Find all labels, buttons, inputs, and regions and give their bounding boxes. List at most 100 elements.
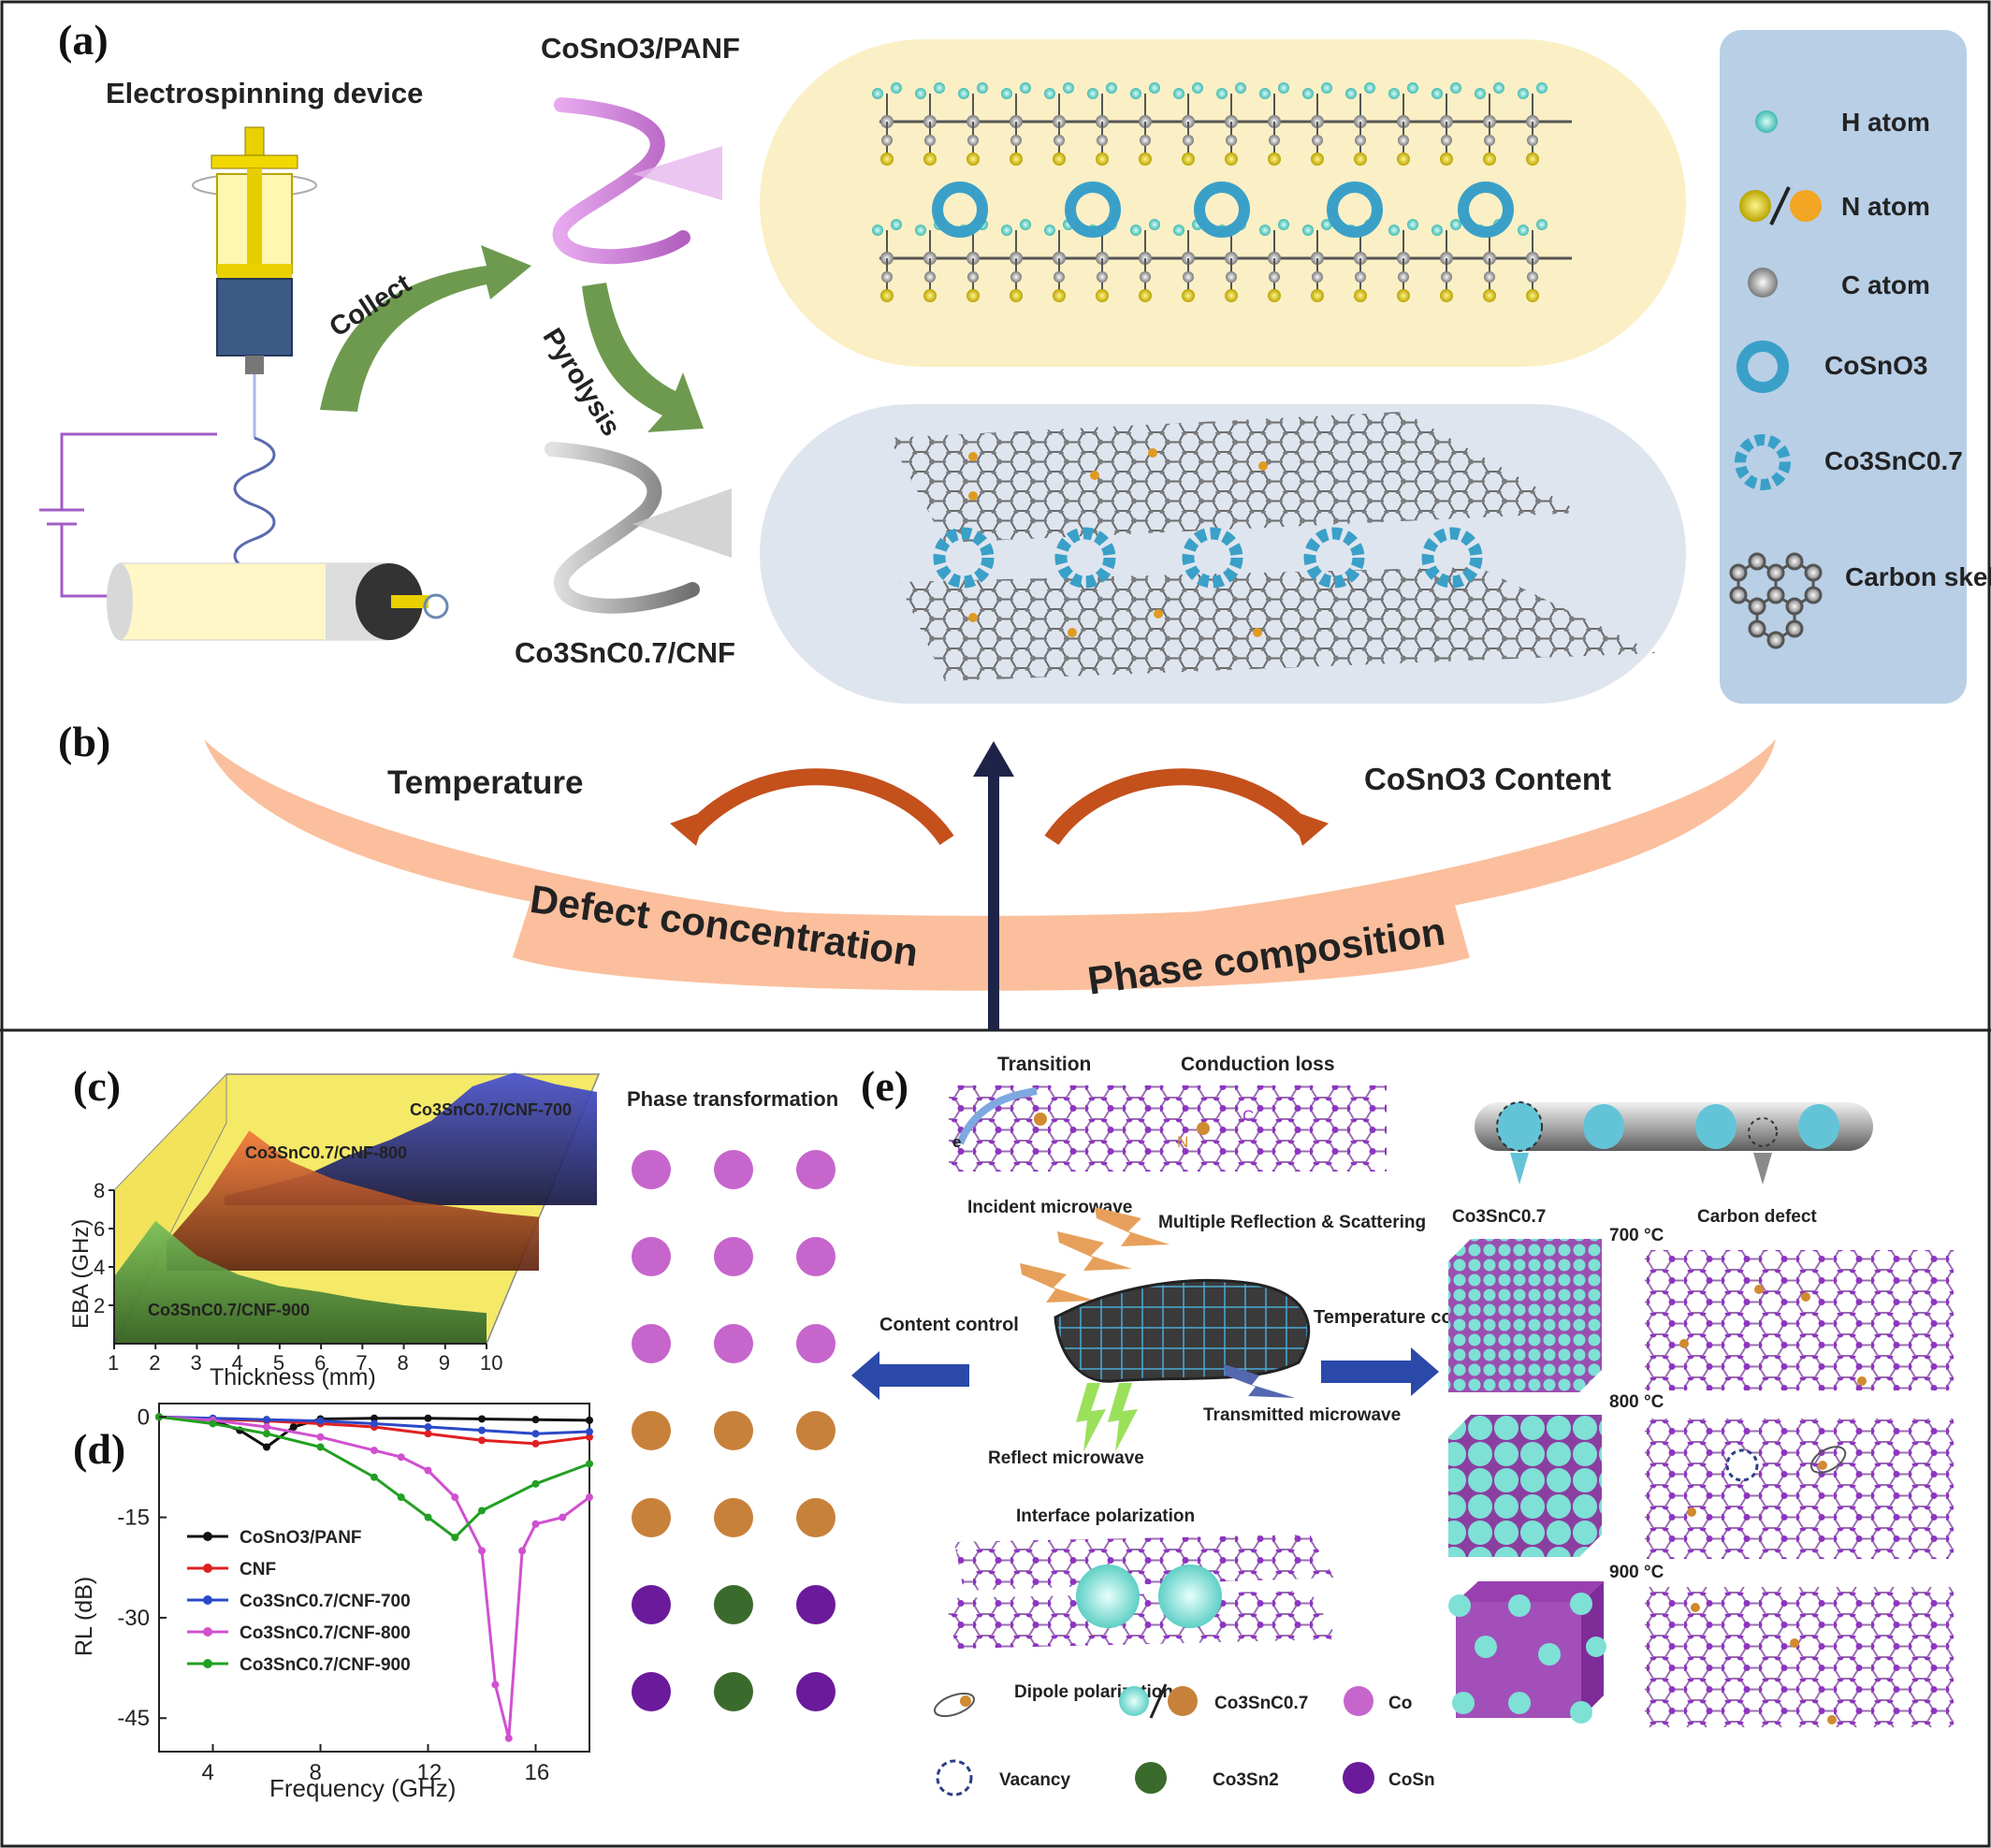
panel-label-e: (e) xyxy=(861,1062,908,1110)
tube-particle xyxy=(1496,1101,1543,1152)
c-xtick-label: 2 xyxy=(149,1351,160,1375)
fiber-top-label: CoSnO3/PANF xyxy=(541,32,740,65)
device-title: Electrospinning device xyxy=(106,77,423,109)
phase-dot xyxy=(714,1411,753,1450)
legend-co: Co xyxy=(1388,1694,1412,1713)
label-conduction-loss: Conduction loss xyxy=(1181,1054,1335,1075)
label-temperature: Temperature xyxy=(387,764,583,801)
rl-point xyxy=(424,1513,432,1521)
d-legend-label: Co3SnC0.7/CNF-800 xyxy=(240,1623,411,1643)
d-xlabel: Frequency (GHz) xyxy=(269,1774,456,1802)
label-transmitted: Transmitted microwave xyxy=(1203,1405,1401,1425)
phase-dot xyxy=(714,1150,753,1189)
rl-point xyxy=(371,1447,378,1455)
d-xtick-label: 12 xyxy=(417,1760,443,1785)
n-atom-icon xyxy=(1739,186,1822,226)
interface-sheet-bottom xyxy=(945,1591,1338,1649)
c-series-label-900: Co3SnC0.7/CNF-900 xyxy=(148,1301,310,1319)
vacancy-icon xyxy=(936,1759,973,1797)
h-atom-icon xyxy=(1755,110,1778,133)
eba-area-Co3SnC0.7/CNF-800 xyxy=(167,1130,539,1271)
label-900: 900 °C xyxy=(1609,1563,1664,1582)
left-curved-arrow-icon xyxy=(686,768,954,846)
tube-particle xyxy=(1583,1104,1624,1149)
content-control-label: Content control xyxy=(879,1315,1019,1335)
c-xtick-label: 3 xyxy=(190,1351,201,1375)
interface-particle xyxy=(1076,1564,1140,1628)
phase-dot xyxy=(632,1237,671,1276)
conduction-lattice xyxy=(949,1085,1387,1171)
rl-point xyxy=(424,1466,432,1475)
defect-lattice-800 xyxy=(1645,1419,1954,1559)
n-dopant-dots xyxy=(968,448,1268,637)
d-legend: CoSnO3/PANFCNFCo3SnC0.7/CNF-700Co3SnC0.7… xyxy=(187,1528,411,1675)
rl-point xyxy=(263,1443,270,1451)
rl-point xyxy=(518,1547,527,1555)
cosno3-ring-icon xyxy=(1737,341,1789,393)
label-reflect: Reflect microwave xyxy=(988,1448,1144,1468)
rl-point xyxy=(531,1479,540,1488)
rl-point xyxy=(491,1681,500,1689)
panel-label-d: (d) xyxy=(73,1425,125,1473)
tube-particle xyxy=(1798,1104,1839,1149)
rl-point xyxy=(397,1453,405,1462)
rl-point xyxy=(424,1423,432,1432)
phase-dot xyxy=(714,1324,753,1363)
ebа-series-group xyxy=(114,1072,597,1344)
collector-drum xyxy=(107,562,449,641)
d-legend-marker xyxy=(203,1659,212,1668)
rl-point xyxy=(209,1419,217,1428)
phase-dot xyxy=(796,1411,836,1450)
c-xtick-label: 9 xyxy=(439,1351,450,1375)
phase-dots xyxy=(632,1150,836,1711)
legend-cosno3: CoSnO3 xyxy=(1824,351,1927,380)
legend-cosn: CoSn xyxy=(1388,1770,1435,1790)
panel-label-c: (c) xyxy=(73,1062,121,1110)
label-multiple: Multiple Reflection & Scattering xyxy=(1158,1213,1426,1232)
d-legend-label: Co3SnC0.7/CNF-700 xyxy=(240,1592,411,1611)
c-ytick-label: 4 xyxy=(94,1256,105,1279)
legend-carbon-1: Carbon skeleton xyxy=(1845,562,1991,591)
label-co3snc: Co3SnC0.7 xyxy=(1452,1207,1546,1227)
cube-900 xyxy=(1448,1581,1606,1724)
interface-sheet-top xyxy=(954,1535,1334,1591)
label-incident: Incident microwave xyxy=(967,1198,1132,1217)
reflect-bolt-icon xyxy=(1076,1383,1138,1452)
c-xtick-label: 8 xyxy=(398,1351,409,1375)
rl-point xyxy=(531,1439,540,1448)
phase-dot xyxy=(796,1498,836,1537)
rl-point xyxy=(316,1417,325,1425)
phase-dot xyxy=(632,1150,671,1189)
co3snc-cyan-icon xyxy=(1119,1686,1149,1716)
c-ytick-label: 8 xyxy=(94,1179,105,1202)
phase-dot xyxy=(632,1585,671,1624)
rl-point xyxy=(586,1428,593,1436)
rl-point xyxy=(451,1493,459,1502)
d-ytick-label: -45 xyxy=(117,1706,150,1731)
content-control-arrow-icon xyxy=(851,1351,969,1400)
legend-c: C atom xyxy=(1841,270,1930,299)
panel-a: (a) Electrospinning device Col xyxy=(39,16,1991,704)
dipole-icon xyxy=(934,1692,975,1718)
phase-dot xyxy=(632,1324,671,1363)
c-xtick-label: 7 xyxy=(356,1351,367,1375)
phase-panel: Phase transformation Content control xyxy=(627,1087,1019,1711)
d-legend-label: CoSnO3/PANF xyxy=(240,1528,362,1548)
d-ytick-label: 0 xyxy=(138,1404,150,1430)
rl-point xyxy=(371,1414,378,1422)
electron-label: e xyxy=(952,1133,961,1151)
phase-dot xyxy=(632,1672,671,1711)
right-curved-arrow-icon xyxy=(1044,768,1313,846)
d-yticks: 0-15-30-45 xyxy=(117,1404,167,1731)
defect-dots xyxy=(1679,1285,1867,1724)
rl-point xyxy=(478,1436,486,1445)
rl-lines xyxy=(155,1413,593,1742)
co3snc-rings xyxy=(933,527,1483,589)
cube-700 xyxy=(1448,1239,1602,1392)
co3sn2-icon xyxy=(1135,1762,1167,1794)
phase-dot xyxy=(714,1585,753,1624)
rl-point xyxy=(504,1734,513,1742)
c-atom-icon xyxy=(1748,268,1778,298)
cnf-tube xyxy=(1475,1102,1873,1151)
